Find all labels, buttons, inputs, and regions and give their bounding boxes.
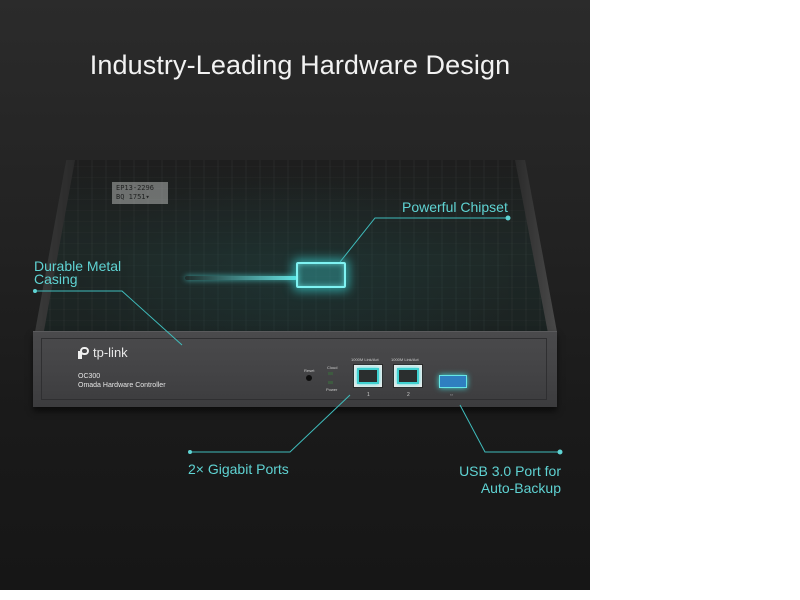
glowing-trace (185, 276, 297, 280)
callout-lines (33, 215, 563, 455)
usb-leader-line (459, 404, 560, 453)
model-info: OC300 Omada Hardware Controller (78, 372, 166, 390)
usb-port (439, 375, 467, 388)
callout-ports: 2× Gigabit Ports (188, 461, 289, 477)
chipset-icon (296, 262, 346, 288)
cloud-led-label: Cloud (327, 365, 338, 370)
ports-leader-line (190, 394, 351, 453)
ethernet-port-2 (393, 364, 423, 388)
tp-link-logo-icon (78, 346, 89, 359)
model-description: Omada Hardware Controller (78, 382, 166, 389)
brand-logo: tp-link (78, 345, 128, 360)
rj45-icon (397, 368, 419, 384)
page-title: Industry-Leading Hardware Design (89, 50, 511, 80)
casing-leader-line (35, 290, 183, 346)
brand-name: tp-link (93, 345, 128, 360)
ethernet-port-1 (353, 364, 383, 388)
chipset-leader-line (339, 217, 508, 263)
port-2-label: 1000M Link/Act (391, 357, 419, 362)
model-number: OC300 (78, 373, 101, 380)
callout-casing: Durable Metal Casing (34, 258, 122, 287)
component-label: EP13-2296 BQ 1751▾ (112, 182, 168, 204)
callout-chipset: Powerful Chipset (402, 199, 508, 215)
port-2-number: 2 (407, 392, 410, 398)
port-1-label: 1000M Link/Act (351, 357, 379, 362)
cloud-led-icon (328, 372, 333, 375)
reset-label: Reset (304, 368, 315, 373)
device-front-panel: tp-link OC300 Omada Hardware Controller … (33, 331, 557, 407)
usb-icon: ⇔ (449, 392, 454, 398)
callout-usb: USB 3.0 Port for Auto-Backup (459, 463, 561, 496)
power-led-label: Power (326, 387, 338, 392)
rj45-icon (357, 368, 379, 384)
reset-button (306, 375, 312, 381)
port-1-number: 1 (367, 392, 370, 398)
product-feature-panel: Industry-Leading Hardware Design EP13-22… (0, 0, 590, 590)
device-internal-board (35, 160, 555, 332)
front-bezel (41, 338, 547, 400)
power-led-icon (328, 381, 333, 384)
